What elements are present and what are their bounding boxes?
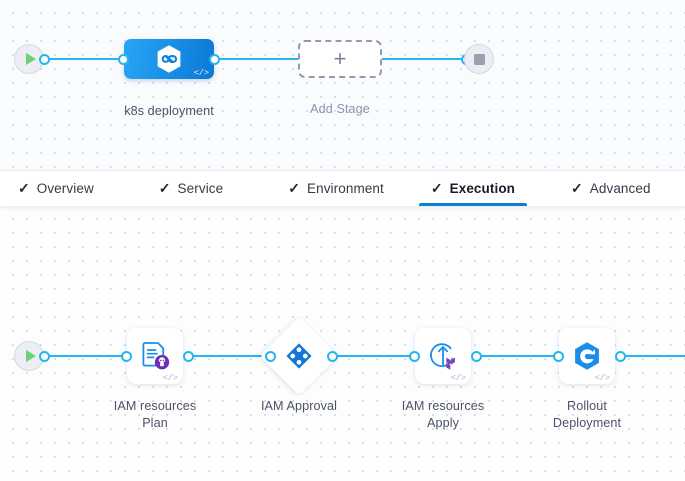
tab-label: Advanced [589,180,651,196]
step-label-line1: Rollout [567,399,607,413]
step-node-iam-resources-plan[interactable]: </> [127,328,183,384]
code-badge-icon: </> [162,372,178,383]
tab-service[interactable]: ✓ Service [155,170,227,206]
pipeline-studio-tabs: ✓ Overview ✓ Service ✓ Environment ✓ Exe… [0,170,685,206]
stage-label-k8s-deployment: k8s deployment [124,104,214,118]
harness-service-icon [157,45,181,73]
step-rollout-output-port[interactable] [615,351,626,362]
check-icon: ✓ [18,180,30,196]
connector-rollout-to-next [618,355,685,357]
step-label-line1: IAM Approval [260,399,338,413]
step-plan-output-port[interactable] [183,351,194,362]
harness-approval-icon [286,343,312,369]
tab-environment[interactable]: ✓ Environment [284,170,388,206]
execution-start-port[interactable] [39,351,50,362]
step-label-rollout-deployment: Rollout Deployment [522,398,652,432]
plus-icon: + [333,46,347,71]
step-label-iam-resources-apply: IAM resources Apply [378,398,508,432]
step-apply-input-port[interactable] [409,351,420,362]
terraform-plan-icon [142,342,170,370]
step-label-line1: IAM resources [113,399,197,413]
add-stage-label: Add Stage [310,102,370,116]
play-icon [25,350,36,362]
check-icon: ✓ [571,180,583,196]
code-badge-icon: </> [594,372,610,383]
tab-label: Service [177,180,224,196]
execution-steps-canvas[interactable]: </> IAM resources Plan [0,206,685,481]
step-label-line2: Apply [426,416,459,430]
check-icon: ✓ [288,180,300,196]
stage-start-port[interactable] [39,54,50,65]
stage-node-input-port[interactable] [118,54,129,65]
tab-advanced[interactable]: ✓ Advanced [567,170,655,206]
connector-approval-to-apply [330,355,415,357]
check-icon: ✓ [430,180,443,196]
step-approval-input-port[interactable] [265,351,276,362]
connector-start-to-plan [38,355,136,357]
tab-label: Overview [36,180,94,196]
pipeline-stage-canvas[interactable]: </> k8s deployment + Add Stage [0,0,685,170]
terraform-apply-icon [430,343,455,370]
approval-icon-wrap [271,328,327,384]
code-badge-icon: </> [450,372,466,383]
code-badge-icon: </> [193,67,209,78]
stage-end-node[interactable] [464,44,494,74]
play-icon [25,53,36,65]
step-label-line2: Deployment [552,416,622,430]
tab-label: Environment [306,180,384,196]
end-circle [464,44,494,74]
step-label-line1: IAM resources [401,399,485,413]
step-apply-output-port[interactable] [471,351,482,362]
step-rollout-input-port[interactable] [553,351,564,362]
add-stage-button[interactable]: + [298,40,382,78]
step-node-rollout-deployment[interactable]: </> [559,328,615,384]
step-approval-output-port[interactable] [327,351,338,362]
step-node-iam-resources-apply[interactable]: </> [415,328,471,384]
step-plan-input-port[interactable] [121,351,132,362]
connector-plan-to-approval [190,355,272,357]
stage-node-output-port[interactable] [209,54,220,65]
step-label-line2: Plan [142,416,168,430]
connector-apply-to-rollout [474,355,559,357]
connector-addstage-to-end [382,58,466,60]
tab-label: Execution [449,180,516,196]
tab-overview[interactable]: ✓ Overview [14,170,98,206]
k8s-rollout-icon [575,342,599,370]
step-label-iam-approval: IAM Approval [234,398,364,415]
stop-icon [473,53,485,65]
connector-start-to-stage [38,58,128,60]
stage-node-k8s-deployment[interactable]: </> [124,39,214,79]
step-label-iam-resources-plan: IAM resources Plan [90,398,220,432]
connector-stage-to-addstage [216,58,298,60]
check-icon: ✓ [158,180,171,196]
tab-execution[interactable]: ✓ Execution [418,170,528,206]
